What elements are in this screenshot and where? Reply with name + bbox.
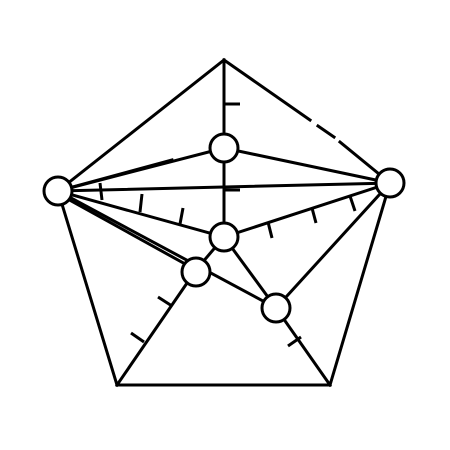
link-lower-left-node-to-bottom-left (114, 267, 199, 388)
nodes (42, 132, 406, 324)
node-lower-left (180, 256, 212, 288)
node-left (42, 175, 74, 207)
tick-marks (98, 102, 357, 348)
pentagon-edge-left (56, 189, 119, 387)
tick-center-right-3 (348, 195, 357, 212)
node-lower-right (260, 292, 292, 324)
pentagon-edge-top-right-b (315, 123, 337, 140)
link-right-to-lower-right-node (273, 180, 393, 311)
tick-lower-right-1 (287, 335, 302, 348)
tick-lower-left-1 (157, 295, 173, 308)
pentagon-edge-right (328, 181, 392, 387)
node-upper (208, 132, 240, 164)
tick-center-right-2 (310, 207, 318, 224)
pentagon-edge-top-right-a (221, 57, 313, 123)
tick-lower-left-2 (130, 331, 145, 344)
tick-left-link-2 (138, 193, 144, 213)
link-left-to-right (56, 181, 392, 193)
link-center-to-right (222, 181, 392, 239)
node-center (208, 221, 240, 253)
outer-pentagon (55, 57, 393, 387)
pentagon-edge-top-left (55, 57, 227, 194)
link-upper-node-to-right (222, 146, 392, 185)
link-lower-right-node-to-bottom-right (273, 305, 333, 388)
inner-connections (55, 58, 393, 388)
tick-left-link-1 (98, 182, 104, 201)
node-right (374, 167, 406, 199)
link-left-to-upper-node-double (56, 158, 174, 193)
link-left-to-lower-right-node (55, 188, 279, 311)
tick-center-right-1 (266, 221, 274, 239)
link-left-to-lower-left-node (63, 195, 199, 273)
tick-left-link-3 (178, 207, 185, 225)
link-left-to-center (56, 189, 226, 239)
